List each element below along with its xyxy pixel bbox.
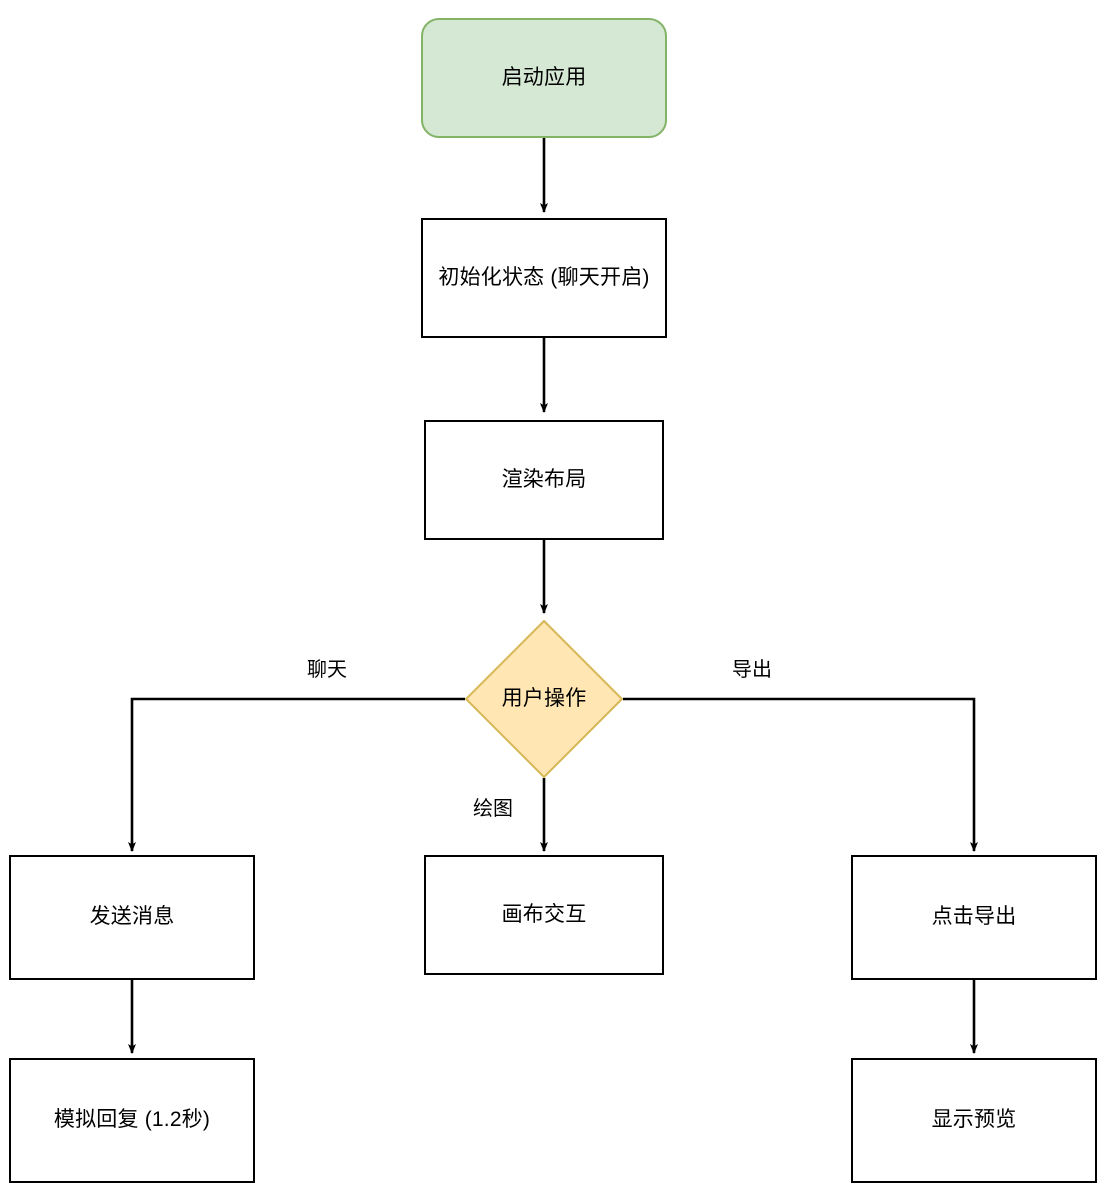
node-label: 显示预览 [931, 1108, 1017, 1132]
node-send-message[interactable]: 发送消息 [9, 855, 255, 980]
edge-label-draw: 绘图 [469, 791, 517, 822]
node-simulated-reply[interactable]: 模拟回复 (1.2秒) [9, 1058, 255, 1183]
node-label: 画布交互 [501, 902, 587, 926]
node-start-app[interactable]: 启动应用 [421, 18, 667, 138]
diamond-shape [465, 620, 623, 778]
node-label: 模拟回复 (1.2秒) [53, 1108, 211, 1132]
edge-label-chat: 聊天 [303, 652, 351, 683]
node-label: 初始化状态 (聊天开启) [438, 265, 650, 289]
edge-action-to-send [128, 697, 465, 852]
node-render-layout[interactable]: 渲染布局 [424, 420, 664, 540]
node-user-action[interactable]: 用户操作 [465, 620, 623, 778]
edge-label-export: 导出 [728, 652, 776, 683]
node-label: 用户操作 [501, 686, 587, 710]
node-click-export[interactable]: 点击导出 [851, 855, 1097, 980]
edge-action-to-export [623, 697, 978, 852]
node-init-state[interactable]: 初始化状态 (聊天开启) [421, 218, 667, 338]
node-label: 启动应用 [501, 65, 587, 89]
node-label: 发送消息 [89, 905, 175, 929]
node-show-preview[interactable]: 显示预览 [851, 1058, 1097, 1183]
node-label: 渲染布局 [501, 467, 587, 491]
node-canvas-interaction[interactable]: 画布交互 [424, 855, 664, 975]
node-label: 点击导出 [931, 905, 1017, 929]
